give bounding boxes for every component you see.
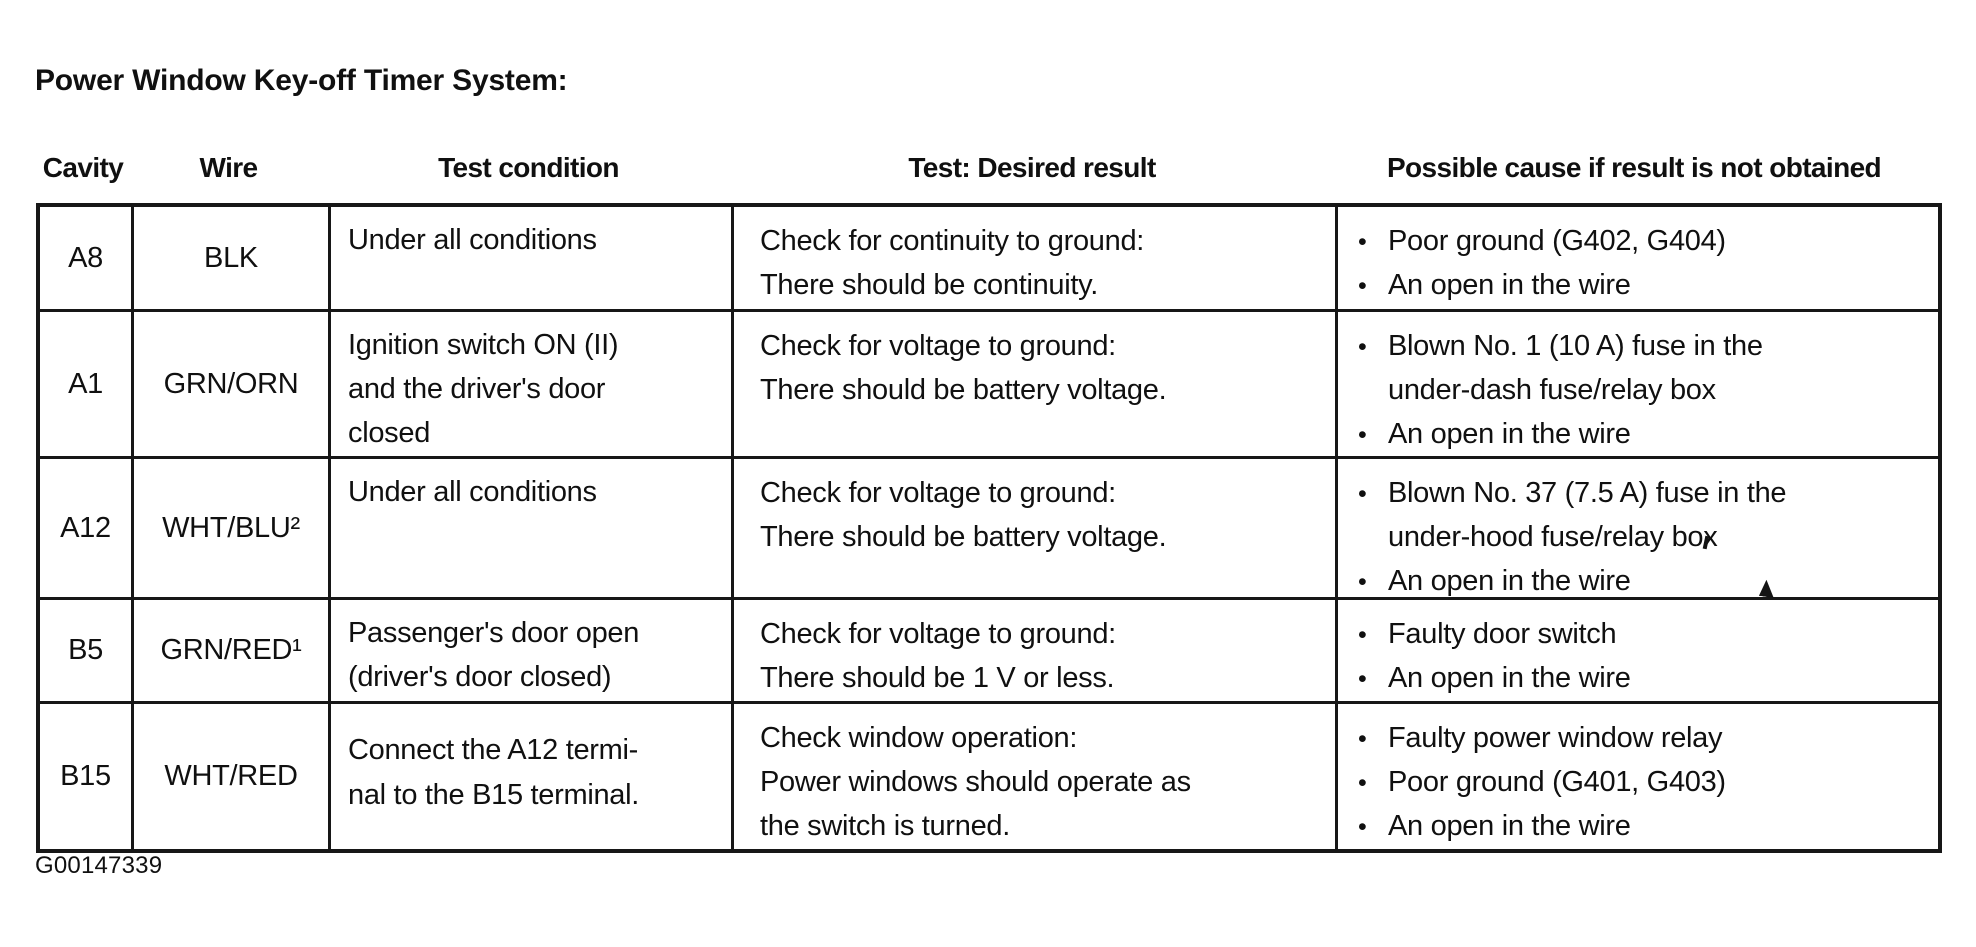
cause-text: Blown No. 1 (10 A) fuse in the under-das… xyxy=(1388,330,1763,407)
test-condition-cell: Under all conditions xyxy=(331,207,734,312)
possible-cause-cell: Faulty door switch An open in the wire xyxy=(1338,600,1938,704)
desired-result-cell: Check for continuity to ground: There sh… xyxy=(734,207,1338,312)
possible-cause-cell: Blown No. 1 (10 A) fuse in the under-das… xyxy=(1338,312,1938,459)
diagnostic-table: A8 BLK Under all conditions Check for co… xyxy=(36,203,1942,853)
wire-cell: BLK xyxy=(134,207,331,312)
cause-item: Faulty power window relay xyxy=(1358,716,1932,760)
desired-result-cell: Check for voltage to ground: There shoul… xyxy=(734,459,1338,600)
bullet-icon xyxy=(1358,559,1388,597)
cause-item: An open in the wire xyxy=(1358,559,1932,598)
bullet-icon xyxy=(1358,324,1388,368)
table-header-row: Cavity Wire Test condition Test: Desired… xyxy=(36,146,1934,190)
cause-text: An open in the wire xyxy=(1388,810,1631,843)
cause-item: An open in the wire xyxy=(1358,263,1932,307)
bullet-icon xyxy=(1358,656,1388,700)
bullet-icon xyxy=(1358,760,1388,804)
bullet-icon xyxy=(1358,412,1388,456)
bullet-icon xyxy=(1358,804,1388,848)
cause-text: An open in the wire xyxy=(1388,662,1631,695)
column-header-wire: Wire xyxy=(199,152,258,183)
cause-text: An open in the wire xyxy=(1388,565,1631,598)
test-condition-cell: Ignition switch ON (II) and the driver's… xyxy=(331,312,734,459)
cause-text: Faulty door switch xyxy=(1388,618,1617,650)
cavity-cell: A8 xyxy=(40,207,134,312)
cause-text: An open in the wire xyxy=(1388,269,1631,302)
cavity-cell: B5 xyxy=(40,600,134,704)
column-header-possible-cause: Possible cause if result is not obtained xyxy=(1386,152,1882,183)
cause-text: Poor ground (G402, G404) xyxy=(1388,225,1726,257)
page-title: Power Window Key-off Timer System: xyxy=(35,64,568,97)
desired-result-cell: Check for voltage to ground: There shoul… xyxy=(734,600,1338,704)
cause-item: An open in the wire xyxy=(1358,656,1932,700)
figure-id-label: G00147339 xyxy=(35,852,163,879)
column-header-cavity: Cavity xyxy=(42,152,124,183)
wire-cell: WHT/RED xyxy=(134,704,331,849)
cavity-cell: B15 xyxy=(40,704,134,849)
test-condition-cell: Passenger's door open (driver's door clo… xyxy=(331,600,734,704)
wire-cell: WHT/BLU² xyxy=(134,459,331,600)
cause-text: Blown No. 37 (7.5 A) fuse in the under-h… xyxy=(1388,477,1787,554)
cause-item: Faulty door switch xyxy=(1358,612,1932,656)
possible-cause-cell: Faulty power window relay Poor ground (G… xyxy=(1338,704,1938,849)
wire-cell: GRN/RED¹ xyxy=(134,600,331,704)
wire-cell: GRN/ORN xyxy=(134,312,331,459)
cause-text: Poor ground (G401, G403) xyxy=(1388,766,1726,799)
cause-text: Faulty power window relay xyxy=(1388,722,1723,754)
cavity-cell: A12 xyxy=(40,459,134,600)
bullet-icon xyxy=(1358,219,1388,263)
cause-item: Blown No. 37 (7.5 A) fuse in the under-h… xyxy=(1358,471,1932,559)
cause-text: An open in the wire xyxy=(1388,418,1631,451)
possible-cause-cell: Poor ground (G402, G404) An open in the … xyxy=(1338,207,1938,312)
desired-result-cell: Check window operation: Power windows sh… xyxy=(734,704,1338,849)
test-condition-cell: Connect the A12 termi- nal to the B15 te… xyxy=(331,704,734,849)
bullet-icon xyxy=(1358,263,1388,307)
possible-cause-cell: Blown No. 37 (7.5 A) fuse in the under-h… xyxy=(1338,459,1938,600)
bullet-icon xyxy=(1358,716,1388,760)
column-header-desired-result: Test: Desired result xyxy=(908,152,1156,183)
cause-item: An open in the wire xyxy=(1358,804,1932,848)
desired-result-cell: Check for voltage to ground: There shoul… xyxy=(734,312,1338,459)
cause-item: Poor ground (G402, G404) xyxy=(1358,219,1932,263)
column-header-test-condition: Test condition xyxy=(438,152,619,183)
cavity-cell: A1 xyxy=(40,312,134,459)
cause-item: Blown No. 1 (10 A) fuse in the under-das… xyxy=(1358,324,1932,412)
cause-item: An open in the wire xyxy=(1358,412,1932,456)
bullet-icon xyxy=(1358,471,1388,515)
test-condition-cell: Under all conditions xyxy=(331,459,734,600)
bullet-icon xyxy=(1358,612,1388,656)
cause-item: Poor ground (G401, G403) xyxy=(1358,760,1932,804)
